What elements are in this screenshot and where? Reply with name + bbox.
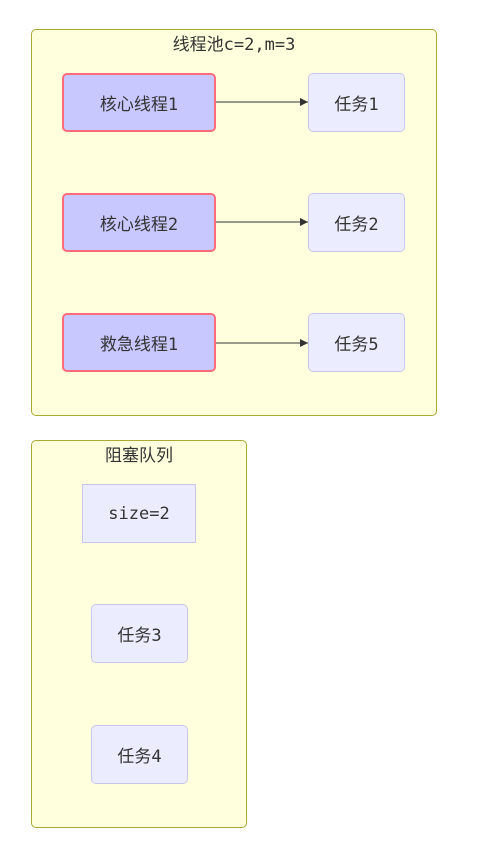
core-thread-2-node: 核心线程2 [62,193,216,252]
task-4-node: 任务4 [91,725,188,784]
task-5-node: 任务5 [308,313,405,372]
emergency-thread-1-node: 救急线程1 [62,313,216,372]
queue-size-node: size=2 [82,484,196,543]
task-3-node: 任务3 [91,604,188,663]
core-thread-1-node: 核心线程1 [62,73,216,132]
task-2-node: 任务2 [308,193,405,252]
thread-pool-title: 线程池c=2,m=3 [172,35,296,55]
task-1-node: 任务1 [308,73,405,132]
blocking-queue-title: 阻塞队列 [105,446,173,466]
